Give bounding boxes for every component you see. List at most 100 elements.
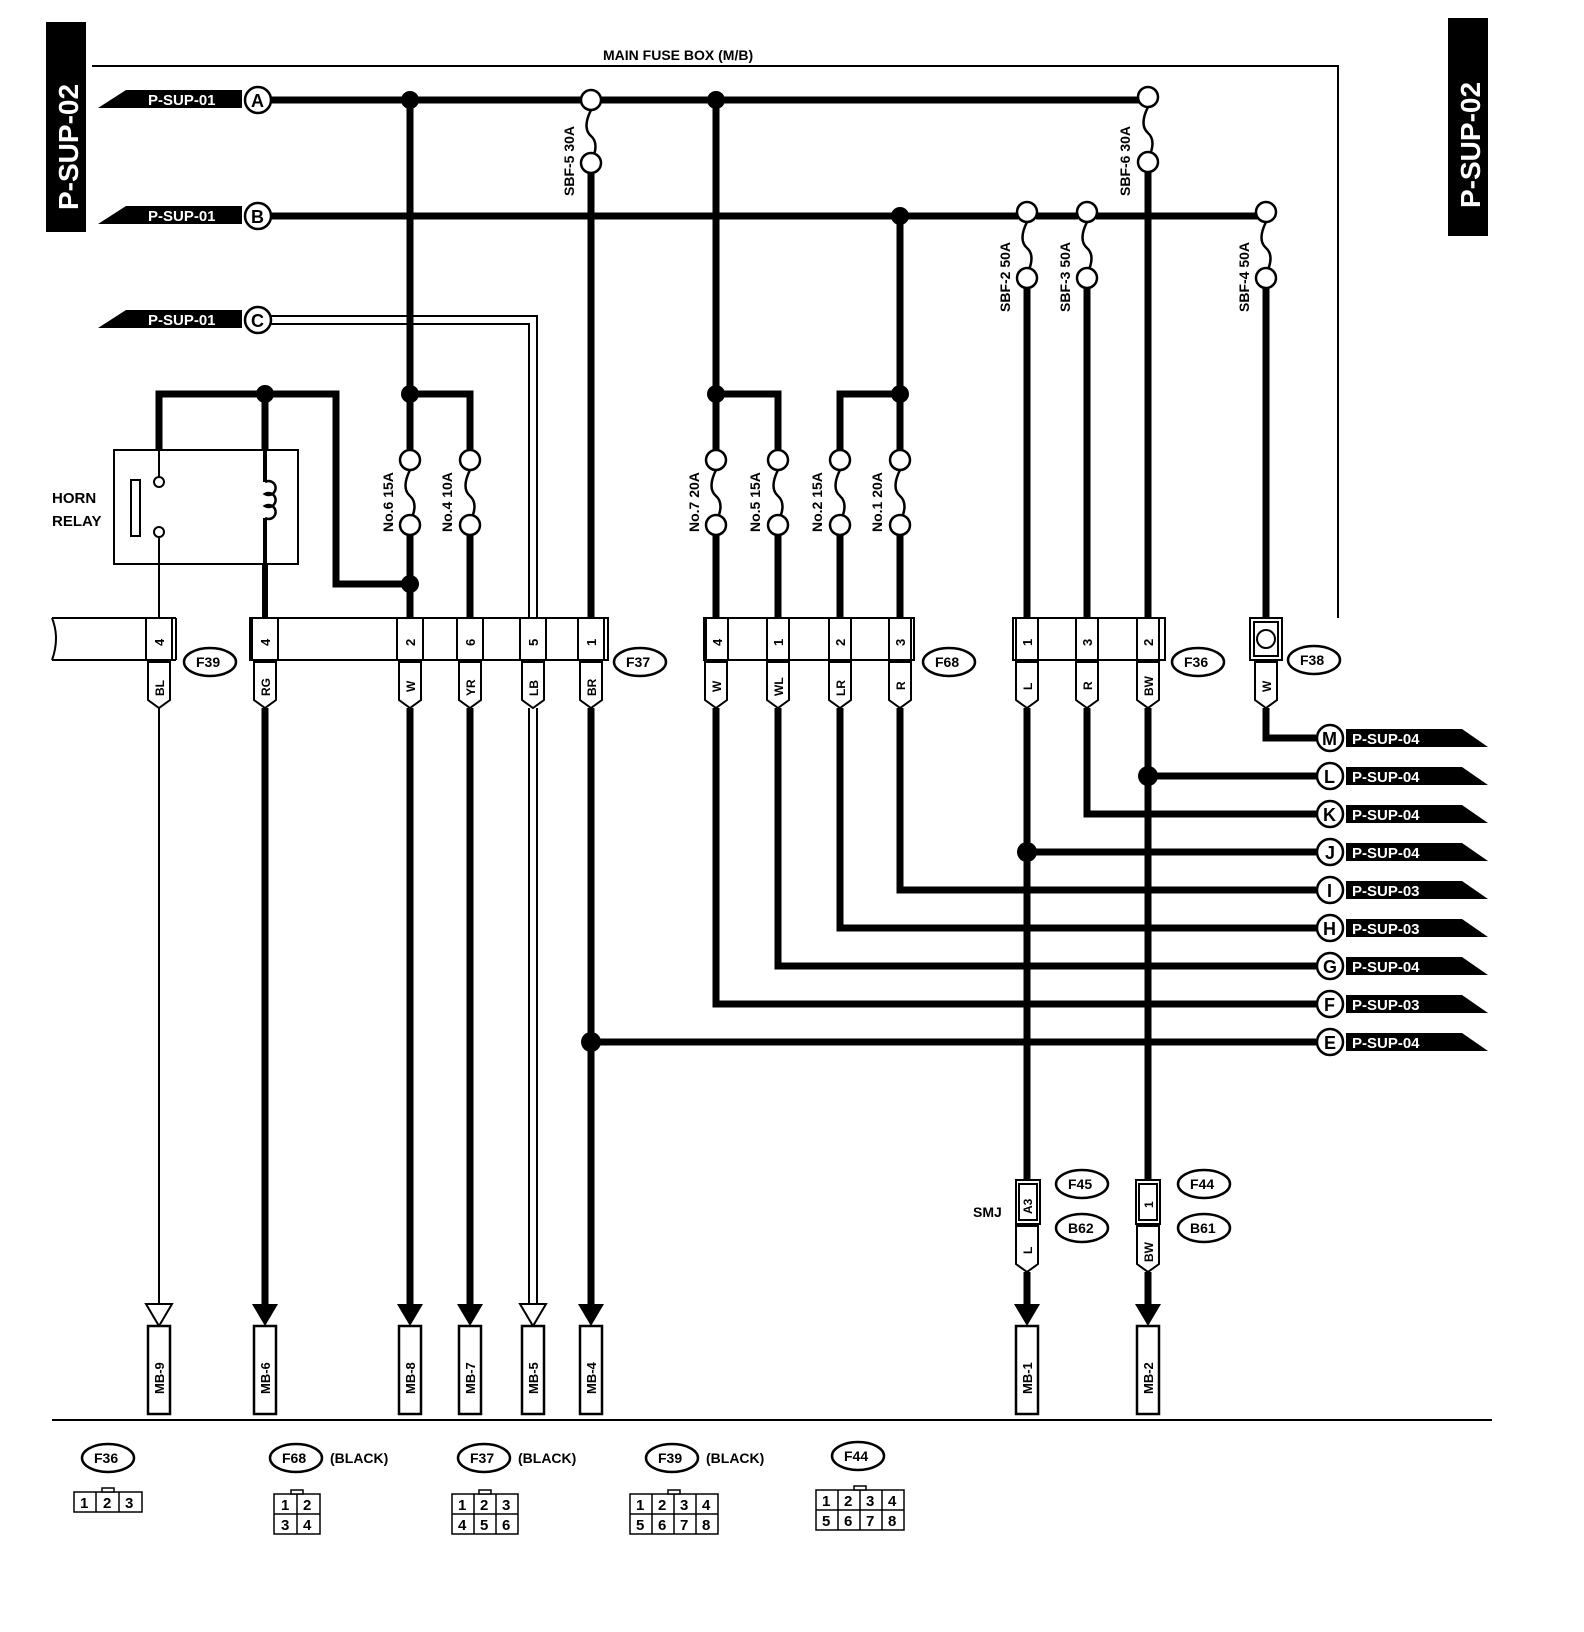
svg-text:P-SUP-04: P-SUP-04 — [1352, 1035, 1420, 1052]
svg-text:B61: B61 — [1190, 1220, 1216, 1236]
svg-text:SBF-4 50A: SBF-4 50A — [1236, 242, 1252, 312]
svg-text:No.1 20A: No.1 20A — [869, 472, 885, 532]
svg-text:P-SUP-01: P-SUP-01 — [148, 208, 216, 225]
svg-text:M: M — [1322, 729, 1337, 749]
svg-text:W: W — [1260, 680, 1274, 692]
svg-text:MB-8: MB-8 — [403, 1362, 418, 1394]
legend-f68: F68 (BLACK) 1 2 3 4 — [268, 1442, 388, 1535]
svg-text:6: 6 — [844, 1513, 852, 1530]
conn-f36-label: F36 — [1184, 654, 1208, 670]
legend-f39: F39 (BLACK) 1 2 3 4 5 6 7 8 — [629, 1442, 764, 1535]
fuse-no7: No.7 20A — [686, 448, 728, 537]
svg-text:2: 2 — [844, 1493, 852, 1510]
svg-text:R: R — [1081, 681, 1095, 690]
connector-f37: 4 2 6 5 1 — [249, 617, 609, 661]
svg-text:BL: BL — [153, 680, 167, 696]
conn-f38-tag — [1286, 644, 1342, 676]
svg-text:W: W — [710, 680, 724, 692]
fuse-no4: No.4 10A — [439, 448, 482, 537]
svg-text:5: 5 — [526, 639, 541, 646]
svg-text:P-SUP-04: P-SUP-04 — [1352, 731, 1420, 748]
svg-text:(BLACK): (BLACK) — [518, 1450, 576, 1466]
svg-text:SBF-6 30A: SBF-6 30A — [1117, 126, 1133, 196]
svg-text:4: 4 — [710, 638, 725, 646]
svg-text:A3: A3 — [1021, 1198, 1035, 1214]
svg-text:F: F — [1324, 995, 1335, 1015]
fuse-no1: No.1 20A — [869, 448, 912, 537]
connector-f68: 4 1 2 3 — [703, 617, 915, 661]
conn-f38-label: F38 — [1300, 652, 1324, 668]
horn-relay-label-2: RELAY — [52, 513, 101, 530]
svg-text:YR: YR — [464, 679, 478, 696]
svg-text:1: 1 — [458, 1497, 466, 1514]
connector-f44-b61: 1 BW F44 B61 — [1135, 1168, 1232, 1274]
svg-text:MB-6: MB-6 — [258, 1362, 273, 1394]
horn-relay-label-1: HORN — [52, 490, 96, 507]
svg-text:2: 2 — [1141, 639, 1156, 646]
svg-text:SBF-2 50A: SBF-2 50A — [997, 242, 1013, 312]
svg-text:L: L — [1021, 683, 1035, 690]
svg-text:No.4 10A: No.4 10A — [439, 472, 455, 532]
svg-text:1: 1 — [771, 639, 786, 646]
input-tag-b: P-SUP-01 B — [98, 201, 273, 231]
output-tag-j: J P-SUP-04 — [1315, 837, 1488, 867]
svg-text:5: 5 — [822, 1513, 830, 1530]
page-code-tab-right: P-SUP-02 — [1448, 18, 1488, 236]
svg-text:3: 3 — [502, 1497, 510, 1514]
svg-text:5: 5 — [636, 1517, 644, 1534]
output-tag-m: M P-SUP-04 — [1315, 723, 1488, 753]
svg-text:E: E — [1324, 1033, 1336, 1053]
conn-f39-label: F39 — [196, 654, 220, 670]
svg-text:3: 3 — [1080, 639, 1095, 646]
destination-boxes: MB-9 MB-6 MB-8 MB-7 MB-5 MB-4 MB-1 MB-2 — [146, 1324, 1161, 1416]
svg-text:1: 1 — [636, 1497, 644, 1514]
arrows — [144, 1303, 1161, 1328]
svg-text:4: 4 — [888, 1493, 897, 1510]
svg-text:4: 4 — [458, 1517, 467, 1534]
svg-text:2: 2 — [833, 639, 848, 646]
svg-text:B62: B62 — [1068, 1220, 1094, 1236]
svg-text:6: 6 — [658, 1517, 666, 1534]
svg-text:MB-2: MB-2 — [1141, 1362, 1156, 1394]
svg-text:P-SUP-01: P-SUP-01 — [148, 312, 216, 329]
svg-text:BW: BW — [1142, 675, 1156, 696]
legend-f37: F37 (BLACK) 1 2 3 4 5 6 — [451, 1442, 576, 1535]
svg-text:4: 4 — [152, 638, 167, 646]
output-tag-e: E P-SUP-04 — [1315, 1027, 1488, 1057]
svg-text:No.7 20A: No.7 20A — [686, 472, 702, 532]
svg-text:(BLACK): (BLACK) — [330, 1450, 388, 1466]
output-tag-h: H P-SUP-03 — [1315, 913, 1488, 943]
svg-text:P-SUP-04: P-SUP-04 — [1352, 959, 1420, 976]
output-tag-l: L P-SUP-04 — [1315, 761, 1488, 791]
svg-text:3: 3 — [893, 639, 908, 646]
svg-text:4: 4 — [258, 638, 273, 646]
svg-text:1: 1 — [80, 1495, 88, 1512]
svg-text:BW: BW — [1142, 1241, 1156, 1262]
fuse-box-title: MAIN FUSE BOX (M/B) — [603, 47, 753, 63]
svg-text:L: L — [1021, 1247, 1035, 1254]
conn-f37-tag — [612, 646, 668, 678]
circuit-c-outer — [271, 315, 538, 618]
svg-text:L: L — [1324, 767, 1335, 787]
svg-text:R: R — [894, 681, 908, 690]
svg-text:7: 7 — [680, 1517, 688, 1534]
svg-text:F37: F37 — [470, 1450, 494, 1466]
connector-strip-left: 4 — [51, 617, 177, 661]
svg-text:8: 8 — [888, 1513, 896, 1530]
svg-text:1: 1 — [822, 1493, 830, 1510]
output-tag-f: F P-SUP-03 — [1315, 989, 1488, 1019]
svg-text:No.5 15A: No.5 15A — [747, 472, 763, 532]
svg-text:4: 4 — [303, 1517, 312, 1534]
svg-text:I: I — [1327, 881, 1332, 901]
conn-f36-tag — [1170, 646, 1226, 678]
svg-text:LB: LB — [527, 680, 541, 696]
svg-text:6: 6 — [502, 1517, 510, 1534]
output-tag-i: I P-SUP-03 — [1315, 875, 1488, 905]
svg-text:P-SUP-01: P-SUP-01 — [148, 92, 216, 109]
svg-text:1: 1 — [1020, 639, 1035, 646]
connector-f36: 1 3 2 — [1012, 617, 1166, 661]
output-junctions — [581, 766, 1158, 1052]
svg-text:5: 5 — [480, 1517, 488, 1534]
svg-text:K: K — [1323, 805, 1336, 825]
